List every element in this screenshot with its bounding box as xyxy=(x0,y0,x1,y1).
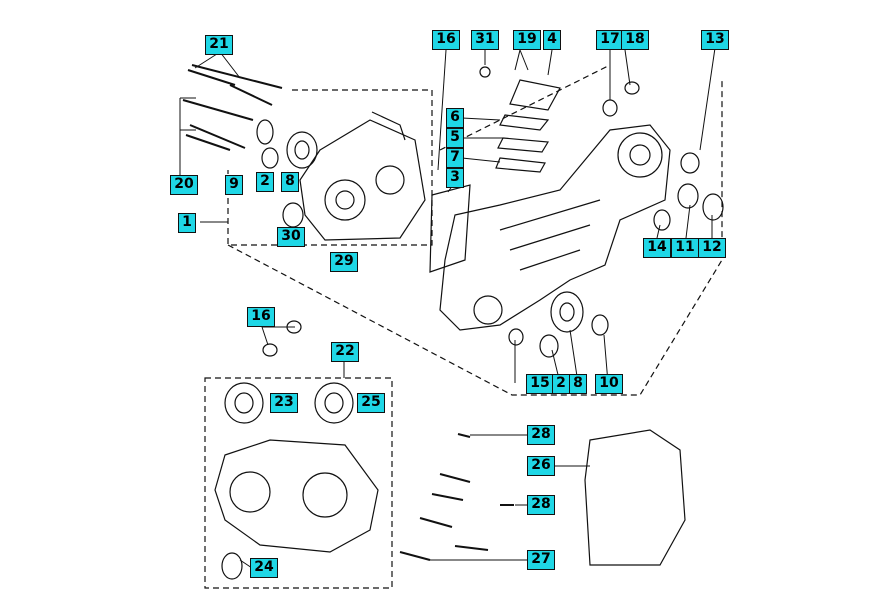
callout-label[interactable]: 28 xyxy=(527,495,555,515)
callout-label[interactable]: 20 xyxy=(170,175,198,195)
callout-label[interactable]: 5 xyxy=(446,128,464,148)
cover-gasket xyxy=(584,429,686,566)
callout-label[interactable]: 17 xyxy=(596,30,624,50)
callout-label[interactable]: 26 xyxy=(527,456,555,476)
main-crankcase xyxy=(439,124,671,331)
callout-label[interactable]: 30 xyxy=(277,227,305,247)
left-crankcase xyxy=(299,111,426,241)
clutch-cover xyxy=(214,382,379,580)
callout-label[interactable]: 11 xyxy=(671,238,699,258)
dowel-pins xyxy=(262,320,302,357)
crankcase-gasket xyxy=(429,184,471,273)
callout-label[interactable]: 15 xyxy=(526,374,554,394)
callout-label[interactable]: 19 xyxy=(513,30,541,50)
callout-label[interactable]: 24 xyxy=(250,558,278,578)
callout-label[interactable]: 31 xyxy=(471,30,499,50)
callout-label[interactable]: 22 xyxy=(331,342,359,362)
callout-label[interactable]: 29 xyxy=(330,252,358,272)
callout-label[interactable]: 14 xyxy=(643,238,671,258)
callout-label[interactable]: 4 xyxy=(543,30,561,50)
callout-label[interactable]: 21 xyxy=(205,35,233,55)
cover-bolts xyxy=(399,433,514,561)
callout-label[interactable]: 8 xyxy=(281,172,299,192)
callout-label[interactable]: 25 xyxy=(357,393,385,413)
callout-label[interactable]: 12 xyxy=(698,238,726,258)
callout-label[interactable]: 13 xyxy=(701,30,729,50)
callout-label[interactable]: 8 xyxy=(569,374,587,394)
callout-label[interactable]: 2 xyxy=(256,172,274,192)
callout-label[interactable]: 10 xyxy=(595,374,623,394)
reed-valve-stack xyxy=(479,66,561,173)
callout-label[interactable]: 9 xyxy=(225,175,243,195)
callout-label[interactable]: 16 xyxy=(432,30,460,50)
callout-label[interactable]: 28 xyxy=(527,425,555,445)
callout-label[interactable]: 7 xyxy=(446,148,464,168)
long-bolts xyxy=(182,64,283,151)
bearing-set-right xyxy=(508,81,724,358)
dashed-group-lines xyxy=(204,64,723,589)
callout-label[interactable]: 23 xyxy=(270,393,298,413)
callout-label[interactable]: 18 xyxy=(621,30,649,50)
callout-label[interactable]: 16 xyxy=(247,307,275,327)
callout-label[interactable]: 27 xyxy=(527,550,555,570)
bearing-set-left xyxy=(256,119,318,228)
callout-label[interactable]: 6 xyxy=(446,108,464,128)
callout-label[interactable]: 1 xyxy=(178,213,196,233)
callout-label[interactable]: 3 xyxy=(446,168,464,188)
callout-label[interactable]: 2 xyxy=(552,374,570,394)
